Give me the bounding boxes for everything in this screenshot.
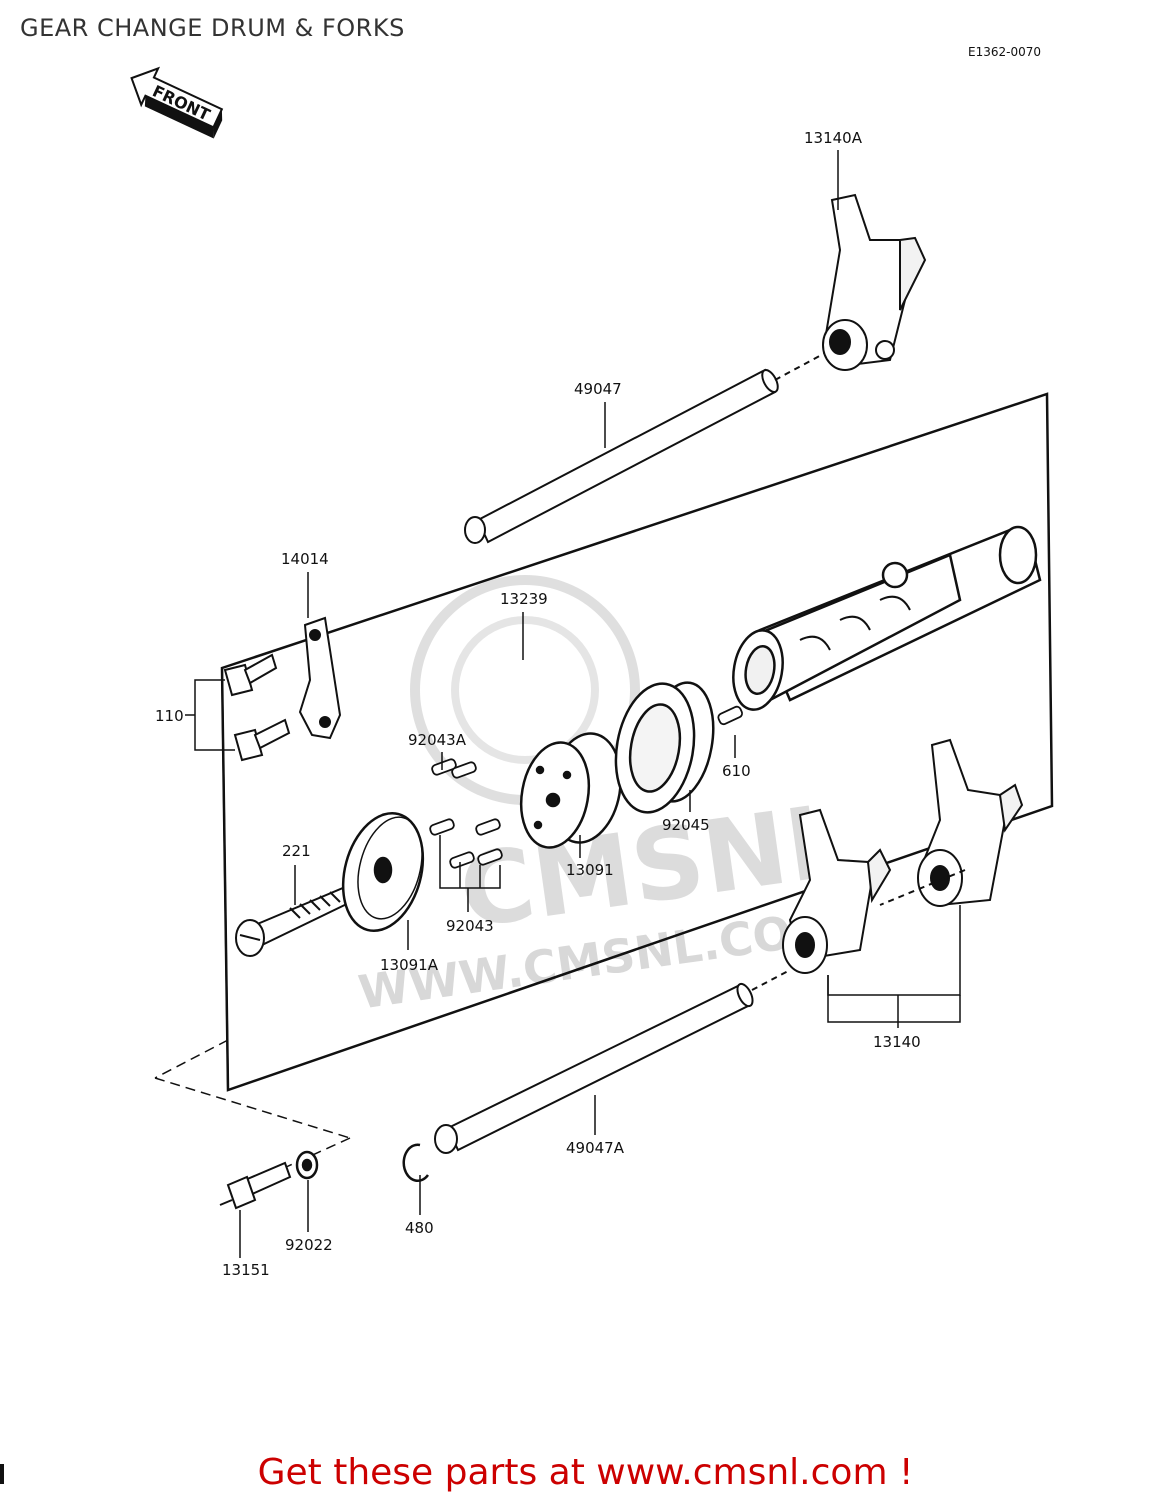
washer xyxy=(295,1150,319,1180)
part-110-label: 110 xyxy=(155,707,184,725)
part-14014-label: 14014 xyxy=(281,550,329,568)
leader-lines xyxy=(185,150,961,1258)
part-13239-label: 13239 xyxy=(500,590,548,608)
part-13140A-label: 13140A xyxy=(804,129,863,147)
part-13091-label: 13091 xyxy=(566,861,614,879)
part-13091A-label: 13091A xyxy=(380,956,439,974)
pin-holder xyxy=(519,732,623,849)
diagram-title: GEAR CHANGE DRUM & FORKS xyxy=(20,14,405,42)
part-92022-label: 92022 xyxy=(285,1236,333,1254)
frame-edge xyxy=(221,667,229,1091)
shift-rod-upper xyxy=(464,352,826,544)
part-92043-label: 92043 xyxy=(446,917,494,935)
part-49047-label: 49047 xyxy=(574,380,622,398)
part-92043A-label: 92043A xyxy=(408,731,467,749)
bolts xyxy=(223,653,291,762)
drum-plate xyxy=(341,811,425,933)
shift-forks-lower xyxy=(782,738,1024,974)
part-49047A-label: 49047A xyxy=(566,1139,625,1157)
circlip xyxy=(402,1143,430,1182)
dashed-leaders xyxy=(154,1039,351,1179)
part-92045-label: 92045 xyxy=(662,816,710,834)
stopper-plate xyxy=(298,616,342,740)
part-labels: 13140A 49047 14014 13239 110 92043A 610 … xyxy=(155,129,921,1279)
part-610-label: 610 xyxy=(722,762,751,780)
part-13140-label: 13140 xyxy=(873,1033,921,1051)
shift-drum xyxy=(732,525,1042,711)
shift-rod-lower xyxy=(434,969,791,1154)
bearing xyxy=(614,681,715,814)
diagram-code: E1362-0070 xyxy=(968,45,1041,59)
part-480-label: 480 xyxy=(405,1219,434,1237)
drum-screw xyxy=(235,883,357,957)
drum-pins xyxy=(429,758,503,869)
neutral-switch xyxy=(219,1161,292,1210)
footer-link[interactable]: Get these parts at www.cmsnl.com ! xyxy=(257,1452,914,1493)
part-221-label: 221 xyxy=(282,842,311,860)
margin-mark xyxy=(0,1464,4,1484)
shift-fork-upper xyxy=(822,193,927,371)
front-arrow: FRONT xyxy=(130,66,224,139)
part-13151-label: 13151 xyxy=(222,1261,270,1279)
dowel-pin xyxy=(717,705,743,726)
